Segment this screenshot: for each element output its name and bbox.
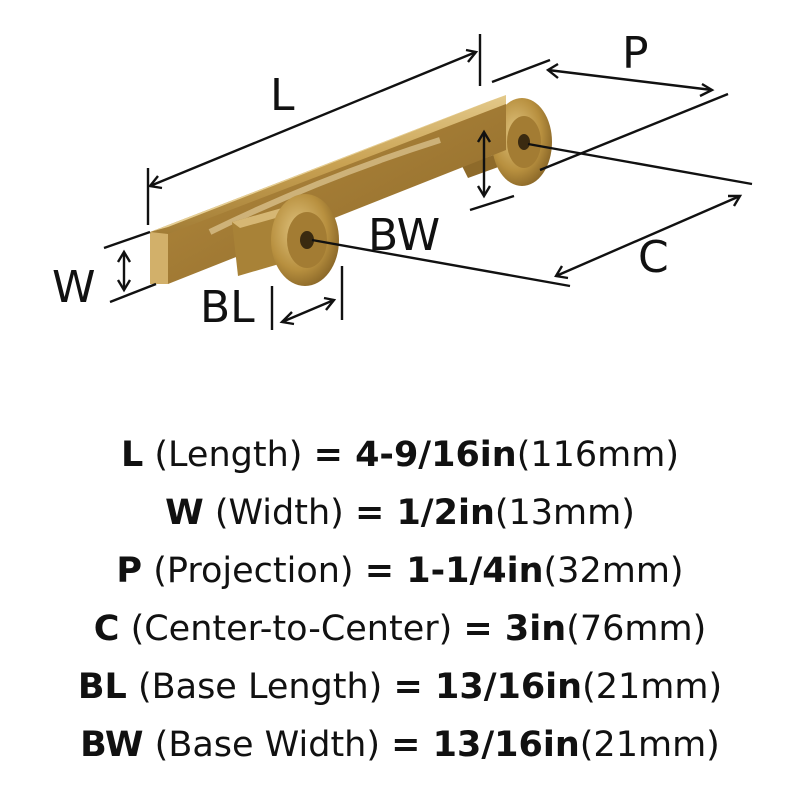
bl-arrow-right <box>323 296 337 311</box>
label-l: L <box>270 70 295 121</box>
spec-key: BL <box>77 667 127 707</box>
spec-name: (Base Length) <box>126 667 394 707</box>
l-arrow-left <box>147 175 163 190</box>
c-dimension-line <box>555 194 741 278</box>
dimension-diagram: L P W BW BL C <box>52 28 753 333</box>
spec-equals: = <box>391 725 433 765</box>
rear-base <box>492 98 552 186</box>
spec-imperial: 13/16in <box>432 725 580 765</box>
w-extension-bottom <box>109 282 157 304</box>
spec-imperial: 4-9/16in <box>355 435 517 475</box>
spec-name: (Base Width) <box>143 725 392 765</box>
label-p: P <box>622 28 649 79</box>
spec-projection: P (Projection) = 1-1/4in(32mm) <box>0 542 800 600</box>
w-extension-top <box>103 230 151 250</box>
l-dimension-line <box>149 50 477 188</box>
c-arrow-left <box>554 265 569 280</box>
c-extension-rear <box>527 142 753 186</box>
p-arrow-right <box>699 82 715 98</box>
w-arrow-bottom <box>116 279 132 293</box>
spec-key: L <box>120 435 144 475</box>
spec-imperial: 3in <box>504 609 567 649</box>
bw-arrow-top <box>476 129 492 143</box>
spec-imperial: 1-1/4in <box>406 551 544 591</box>
spec-key: P <box>116 551 143 591</box>
spec-imperial: 13/16in <box>434 667 583 707</box>
label-bw: BW <box>368 210 440 261</box>
spec-equals: = <box>354 493 397 533</box>
spec-length: L (Length) = 4-9/16in(116mm) <box>0 426 800 484</box>
label-bl: BL <box>200 282 255 333</box>
spec-key: C <box>93 609 120 649</box>
spec-metric: (76mm) <box>566 609 707 649</box>
spec-imperial: 1/2in <box>396 493 495 533</box>
spec-name: (Projection) <box>142 551 365 591</box>
spec-metric: (32mm) <box>543 551 684 591</box>
spec-width: W (Width) = 1/2in(13mm) <box>0 484 800 542</box>
spec-metric: (13mm) <box>494 493 635 533</box>
label-c: C <box>638 232 669 283</box>
spec-equals: = <box>463 609 505 649</box>
spec-name: (Length) <box>143 435 314 475</box>
bw-extension <box>469 194 515 212</box>
spec-name: (Center-to-Center) <box>119 609 464 649</box>
spec-center-to-center: C (Center-to-Center) = 3in(76mm) <box>0 600 800 658</box>
spec-base-width: BW (Base Width) = 13/16in(21mm) <box>0 716 800 774</box>
label-w: W <box>52 262 96 313</box>
spec-metric: (21mm) <box>582 667 723 707</box>
spec-metric: (116mm) <box>516 435 680 475</box>
p-dimension-line <box>547 68 713 92</box>
front-base <box>271 194 339 286</box>
cabinet-pull-illustration <box>150 95 552 286</box>
spec-base-length: BL (Base Length) = 13/16in(21mm) <box>0 658 800 716</box>
spec-metric: (21mm) <box>579 725 720 765</box>
dimension-spec-list: L (Length) = 4-9/16in(116mm) W (Width) =… <box>0 426 800 774</box>
w-arrow-top <box>116 249 132 263</box>
bl-arrow-left <box>279 311 295 326</box>
p-extension-right <box>539 92 729 172</box>
spec-key: W <box>165 493 204 533</box>
dimension-lines <box>103 34 753 330</box>
spec-key: BW <box>80 725 144 765</box>
spec-equals: = <box>313 435 356 475</box>
p-extension-left <box>491 58 551 84</box>
bl-dimension-line <box>281 298 335 324</box>
p-arrow-left <box>545 62 559 79</box>
l-arrow-right <box>465 48 479 63</box>
bw-arrow-bottom <box>476 185 492 199</box>
spec-equals: = <box>364 551 407 591</box>
c-arrow-right <box>728 194 743 207</box>
c-extension-front <box>311 238 571 288</box>
front-post <box>232 208 290 276</box>
spec-equals: = <box>393 667 435 707</box>
spec-name: (Width) <box>203 493 355 533</box>
